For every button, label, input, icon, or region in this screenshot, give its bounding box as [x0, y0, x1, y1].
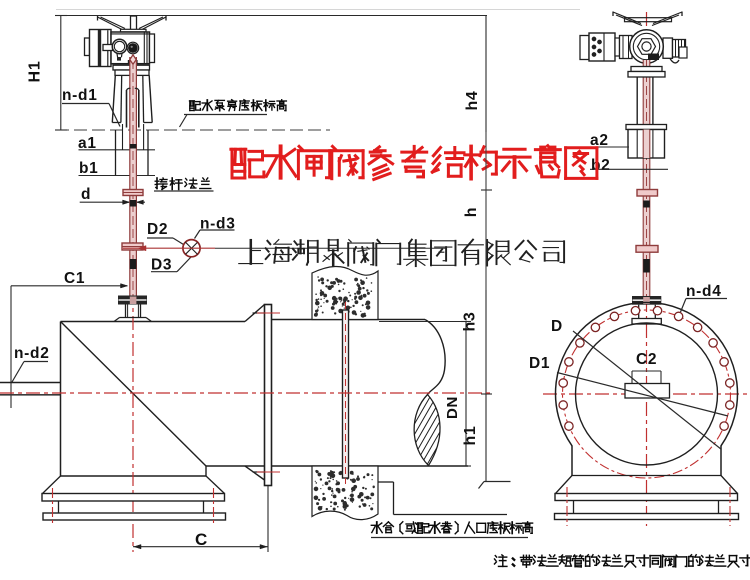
svg-text:D1: D1 — [529, 355, 550, 372]
svg-text:C1: C1 — [64, 270, 85, 287]
svg-text:n-d3: n-d3 — [200, 216, 236, 233]
svg-text:h: h — [463, 207, 480, 217]
svg-text:DN: DN — [444, 396, 461, 419]
svg-text:C: C — [195, 530, 208, 549]
svg-text:a1: a1 — [78, 135, 97, 152]
svg-text:n-d1: n-d1 — [62, 87, 98, 104]
svg-text:D2: D2 — [147, 221, 168, 238]
svg-text:b1: b1 — [79, 160, 99, 177]
svg-text:H1: H1 — [27, 61, 44, 83]
svg-text:b2: b2 — [591, 157, 611, 174]
svg-text:C2: C2 — [636, 351, 657, 368]
svg-text:n-d2: n-d2 — [14, 345, 50, 362]
svg-text:a2: a2 — [590, 132, 609, 149]
svg-text:d: d — [81, 186, 91, 203]
svg-text:D: D — [551, 318, 563, 335]
svg-text:h4: h4 — [464, 90, 481, 110]
svg-text:D3: D3 — [151, 257, 172, 274]
svg-text:n-d4: n-d4 — [686, 283, 722, 300]
svg-text:h1: h1 — [462, 425, 479, 445]
svg-text:h3: h3 — [462, 311, 479, 331]
